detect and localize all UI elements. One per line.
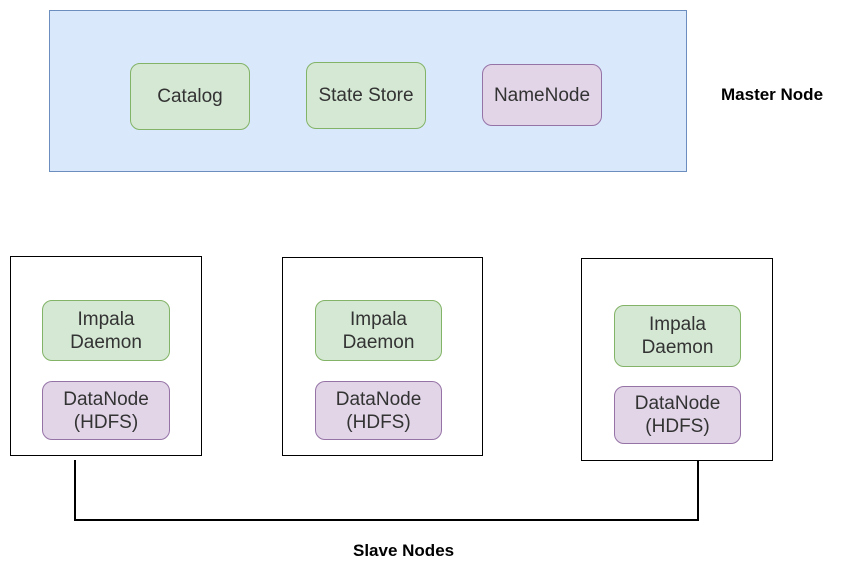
namenode-component: NameNode [482,64,602,126]
impala-daemon-label: Impala Daemon [342,308,415,353]
impala-daemon-3: Impala Daemon [614,305,741,367]
catalog-component: Catalog [130,63,250,130]
impala-daemon-2: Impala Daemon [315,300,442,361]
datanode-2: DataNode (HDFS) [315,381,442,440]
datanode-label: DataNode (HDFS) [634,393,721,437]
impala-daemon-label: Impala Daemon [641,314,714,358]
slave-nodes-label: Slave Nodes [353,541,455,560]
datanode-label: DataNode (HDFS) [335,388,422,433]
master-node-label: Master Node [721,85,824,104]
state-store-component: State Store [306,62,426,129]
impala-daemon-label: Impala Daemon [70,308,142,353]
datanode-3: DataNode (HDFS) [614,386,741,444]
catalog-label: Catalog [157,86,223,107]
state-store-label: State Store [318,85,414,106]
impala-daemon-1: Impala Daemon [42,300,170,361]
datanode-1: DataNode (HDFS) [42,381,170,440]
namenode-label: NameNode [493,84,591,106]
datanode-label: DataNode (HDFS) [63,388,149,433]
